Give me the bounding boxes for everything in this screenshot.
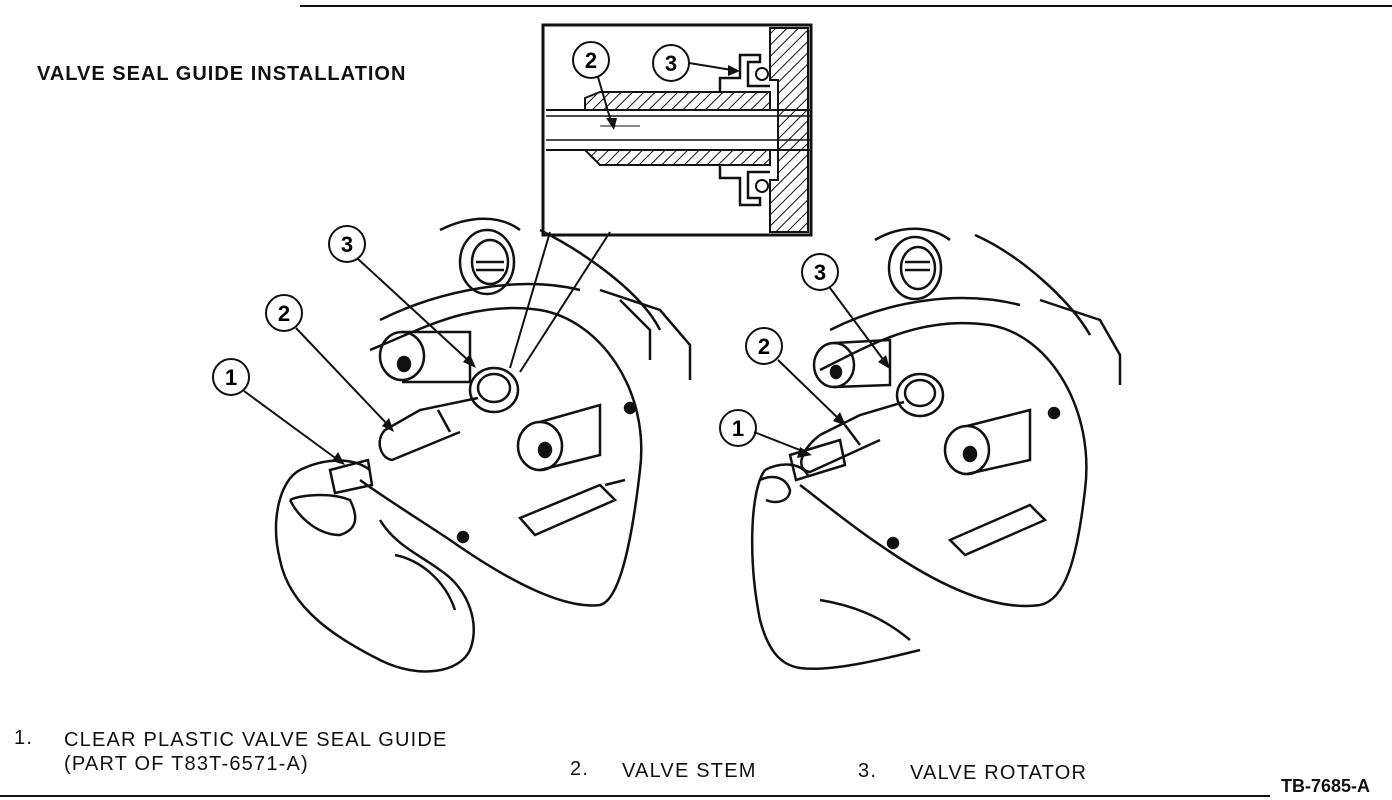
inset-callout-3-label: 3 [665, 51, 677, 76]
legend-item-3: 3. VALVE ROTATOR [858, 760, 1128, 790]
right-callout-3-label: 3 [814, 260, 826, 285]
left-callout-2 [265, 294, 394, 432]
inset-callout-3 [652, 44, 740, 82]
right-callout-1 [719, 409, 812, 458]
figure-id: TB-7685-A [1280, 776, 1370, 796]
legend-number: 3. [858, 760, 878, 782]
inset-callout-2 [572, 41, 617, 130]
left-callout-3 [328, 225, 476, 368]
legend-item-1: 1. CLEAR PLASTIC VALVE SEAL GUIDE (PART … [14, 727, 494, 787]
left-callout-3-label: 3 [341, 232, 353, 257]
right-view [750, 227, 1122, 670]
legend-number: 1. [14, 727, 34, 749]
left-callout-2-label: 2 [278, 301, 290, 326]
right-callout-2 [745, 327, 846, 426]
figure-title: VALVE SEAL GUIDE INSTALLATION [37, 63, 407, 85]
legend-text: VALVE ROTATOR [910, 762, 1088, 784]
left-callout-1-label: 1 [225, 365, 237, 390]
right-callout-2-label: 2 [758, 334, 770, 359]
legend-text-part-number: (PART OF T83T-6571-A) [64, 753, 309, 775]
legend-number: 2. [570, 758, 590, 780]
legend-text: CLEAR PLASTIC VALVE SEAL GUIDE [64, 729, 448, 751]
left-callout-1 [212, 358, 345, 465]
right-callout-1-label: 1 [732, 416, 744, 441]
inset-callout-2-label: 2 [585, 48, 597, 73]
legend-text: VALVE STEM [622, 760, 757, 782]
right-callout-3 [801, 253, 890, 369]
legend-item-2: 2. VALVE STEM [570, 758, 820, 788]
left-view [274, 217, 692, 673]
